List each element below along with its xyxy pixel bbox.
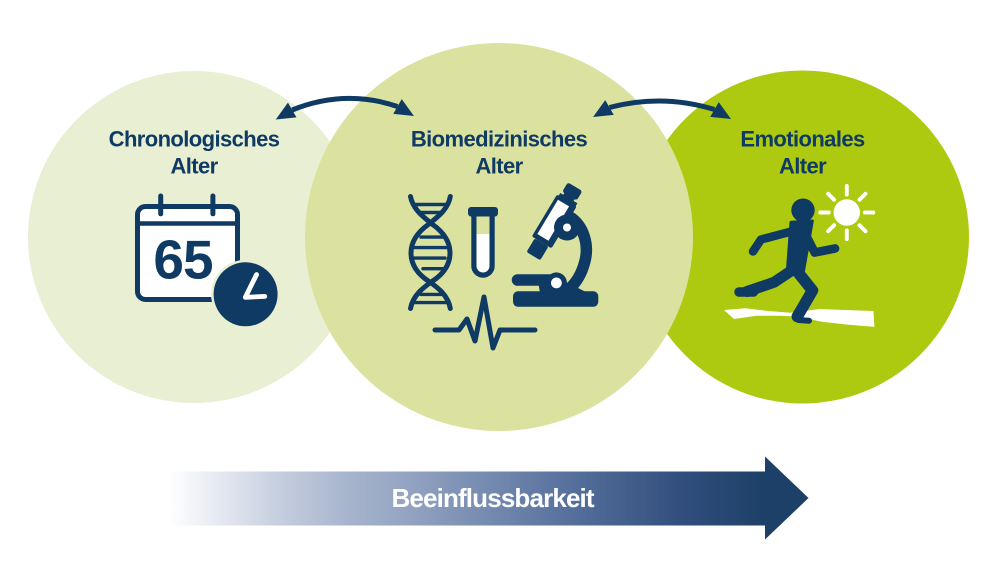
svg-text:Alter: Alter [475,154,523,179]
svg-text:Beeinflussbarkeit: Beeinflussbarkeit [391,483,594,513]
svg-text:Alter: Alter [170,154,218,179]
svg-text:Emotionales: Emotionales [740,127,865,152]
svg-text:Biomedizinisches: Biomedizinisches [411,127,588,152]
svg-text:Chronologisches: Chronologisches [109,127,280,152]
svg-text:Alter: Alter [779,154,827,179]
svg-text:65: 65 [153,228,213,290]
